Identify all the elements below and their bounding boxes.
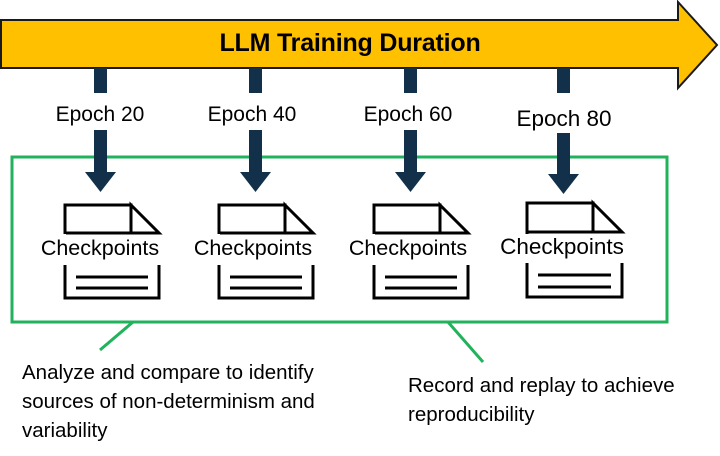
checkpoints-group-box bbox=[10, 155, 669, 324]
connector-stub-1 bbox=[94, 68, 107, 93]
timeline-arrow-shape bbox=[0, 0, 719, 91]
annotation-right: Record and replay to achieve reproducibi… bbox=[408, 374, 675, 427]
connector-stub-4 bbox=[557, 68, 570, 93]
epoch-label-3: Epoch 60 bbox=[363, 103, 453, 126]
checkpoint-label-2: Checkpoints bbox=[193, 236, 313, 260]
connector-stub-2 bbox=[249, 68, 262, 93]
leader-line-right bbox=[446, 321, 485, 363]
annotation-left: Analyze and compare to identify sources … bbox=[22, 361, 315, 443]
down-arrow-4 bbox=[548, 133, 579, 194]
leader-line-left bbox=[99, 320, 134, 352]
down-arrow-3 bbox=[395, 130, 426, 192]
document-icon-1 bbox=[63, 201, 163, 300]
epoch-label-2: Epoch 40 bbox=[207, 103, 297, 126]
timeline-title: LLM Training Duration bbox=[219, 29, 481, 57]
epoch-label-4: Epoch 80 bbox=[516, 106, 612, 131]
down-arrow-1 bbox=[85, 130, 116, 192]
document-icon-4 bbox=[525, 199, 626, 299]
checkpoint-label-3: Checkpoints bbox=[348, 236, 468, 260]
document-icon-2 bbox=[217, 201, 317, 300]
document-icon-3 bbox=[372, 201, 472, 300]
checkpoint-label-1: Checkpoints bbox=[40, 236, 160, 260]
down-arrow-2 bbox=[240, 130, 271, 192]
epoch-label-1: Epoch 20 bbox=[55, 103, 145, 126]
checkpoint-label-4: Checkpoints bbox=[500, 234, 624, 259]
connector-stub-3 bbox=[404, 68, 417, 93]
